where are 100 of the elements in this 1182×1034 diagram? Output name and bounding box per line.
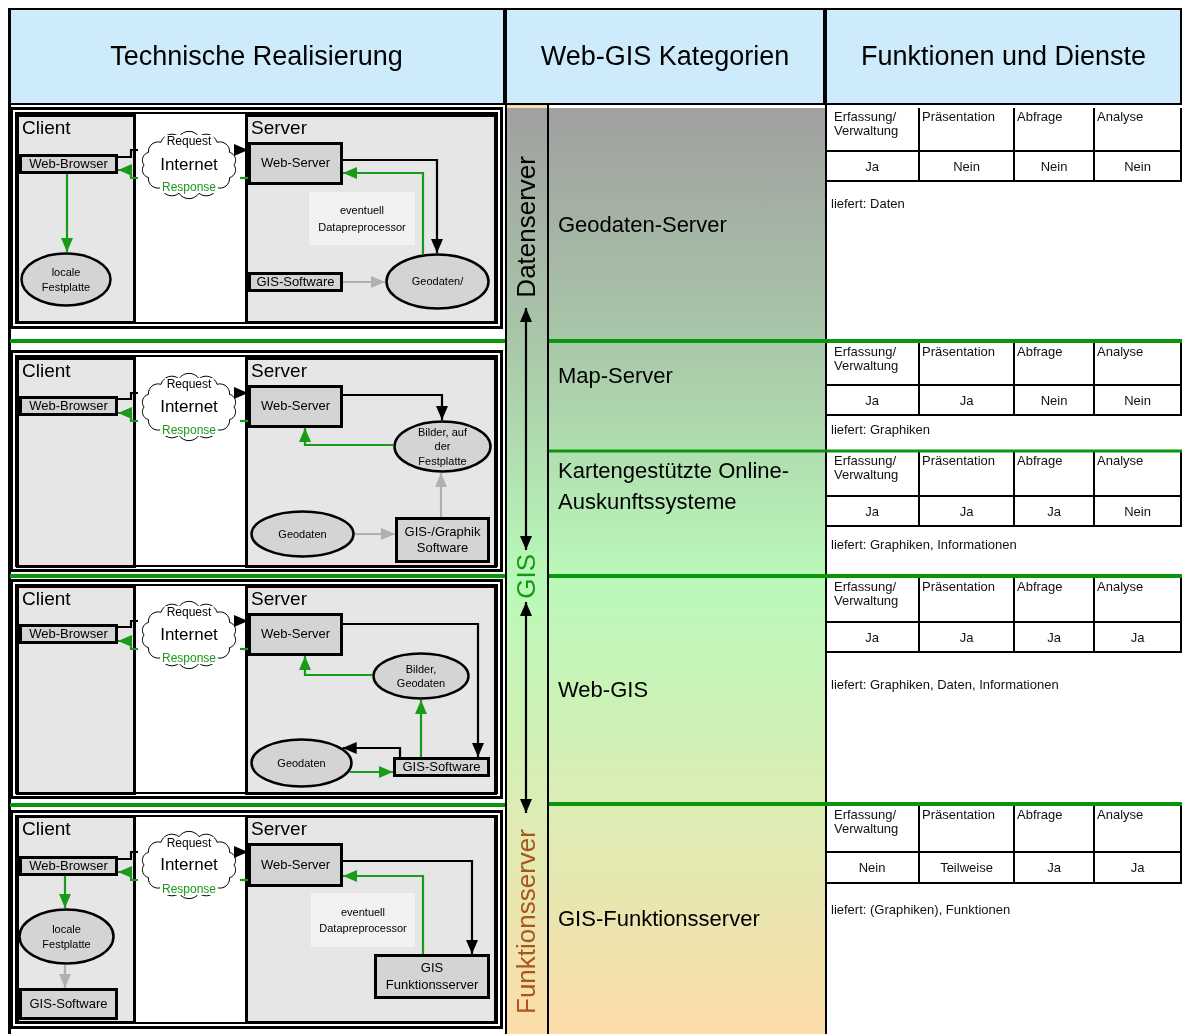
value-cell: Ja	[826, 386, 920, 416]
value-cell: Teilweise	[920, 853, 1015, 884]
ellipse-node: Geodaten	[250, 510, 355, 558]
category-band: Kartengestützte Online-Auskunftssysteme	[549, 450, 825, 575]
container-box	[16, 585, 136, 795]
column-header: Präsentation	[920, 343, 1015, 386]
value-cell: Nein	[1015, 152, 1095, 182]
panel-frame	[10, 579, 503, 799]
group-title: Server	[251, 361, 307, 382]
container-box	[245, 114, 497, 324]
value-cell: Ja	[1015, 497, 1095, 527]
panel-frame	[10, 350, 503, 572]
value-cell: Ja	[1015, 853, 1095, 884]
process-box: Web-Browser	[19, 154, 118, 174]
arrow	[234, 846, 248, 858]
container-box	[245, 815, 497, 1024]
category-band: Geodaten-Server	[549, 108, 825, 340]
description-cell-text: liefert: Graphiken	[830, 421, 931, 439]
column-header: Abfrage	[1015, 806, 1095, 853]
arrow	[299, 656, 373, 677]
ellipse-node: locale Festplatte	[18, 908, 115, 965]
edge-label: Request	[164, 378, 214, 390]
value-cell: Ja	[826, 152, 920, 182]
value-cell: Ja	[826, 497, 920, 527]
edge-label: Response	[160, 883, 218, 895]
container-box	[245, 585, 497, 795]
column-header: Präsentation	[920, 108, 1015, 152]
column-header: Analyse	[1095, 343, 1182, 386]
arrow	[343, 393, 448, 420]
description-cell-text: liefert: Graphiken, Informationen	[830, 536, 1018, 554]
process-box: GIS-Software	[19, 988, 118, 1020]
category-band: Web-GIS	[549, 575, 825, 803]
column-header: Web-GIS Kategorien	[505, 8, 825, 105]
group-title: Client	[22, 819, 71, 840]
value-cell: Ja	[1095, 623, 1182, 653]
ellipse-node: Bilder, Geodaten	[372, 652, 470, 700]
column-header: Abfrage	[1015, 578, 1095, 623]
vertical-label: GIS	[508, 550, 544, 602]
category-band: GIS-Funktionsserver	[549, 803, 825, 1034]
process-box: Web-Browser	[19, 396, 118, 416]
value-cell: Ja	[920, 623, 1015, 653]
panel-frame	[10, 810, 503, 1029]
arrow	[61, 174, 73, 252]
process-box: GIS Funktionsserver	[374, 954, 490, 999]
ellipse-node: Geodaten	[250, 738, 353, 788]
arrow	[415, 700, 427, 757]
edge-label: Request	[164, 837, 214, 849]
value-cell: Nein	[1015, 386, 1095, 416]
value-cell: Nein	[826, 853, 920, 884]
description-cell-text: liefert: Graphiken, Daten, Informationen	[830, 676, 1060, 694]
process-box: Web-Server	[248, 142, 343, 185]
description-cell-text: liefert: (Graphiken), Funktionen	[830, 901, 1012, 919]
edge-label: Response	[160, 652, 218, 664]
arrow	[343, 859, 478, 954]
column-header: Abfrage	[1015, 108, 1095, 152]
container-box	[245, 357, 497, 568]
group-title: Server	[251, 819, 307, 840]
value-cell: Ja	[1095, 853, 1182, 884]
value-cell: Ja	[920, 386, 1015, 416]
column-header: Erfassung/ Verwaltung	[826, 578, 920, 623]
arrow	[59, 876, 71, 908]
column-header: Erfassung/ Verwaltung	[826, 343, 920, 386]
column-header: Präsentation	[920, 452, 1015, 497]
container-box	[16, 815, 136, 1024]
column-header: Erfassung/ Verwaltung	[826, 806, 920, 853]
container-box	[16, 114, 136, 324]
panel-frame	[10, 107, 503, 329]
container-box	[16, 357, 136, 568]
arrow	[343, 167, 425, 255]
arrow	[520, 602, 532, 813]
value-cell: Nein	[920, 152, 1015, 182]
arrow	[118, 164, 138, 180]
column-header: Erfassung/ Verwaltung	[826, 108, 920, 152]
column-header: Analyse	[1095, 806, 1182, 853]
description-cell-text: liefert: Daten	[830, 195, 906, 213]
process-box: Web-Browser	[19, 624, 118, 644]
vertical-label: Funktionsserver	[508, 813, 544, 1030]
column-header: Erfassung/ Verwaltung	[826, 452, 920, 497]
group-title: Server	[251, 118, 307, 139]
arrow	[343, 158, 443, 253]
value-cell: Nein	[1095, 497, 1182, 527]
edge-label: Response	[160, 181, 218, 193]
value-cell: Nein	[1095, 386, 1182, 416]
process-box: GIS-Software	[248, 272, 343, 292]
group-title: Server	[251, 589, 307, 610]
note-box: eventuell Datapreprocessor	[311, 893, 415, 947]
group-title: Client	[22, 589, 71, 610]
value-cell: Ja	[920, 497, 1015, 527]
arrow	[435, 473, 447, 517]
arrow	[355, 528, 395, 540]
value-cell: Ja	[826, 623, 920, 653]
arrow	[299, 428, 394, 447]
arrow	[343, 622, 484, 757]
arrow	[118, 407, 138, 423]
category-band: Map-Server	[549, 340, 825, 450]
ellipse-node: Bilder, auf der Festplatte	[393, 420, 492, 473]
process-box: GIS-Software	[393, 757, 490, 777]
arrow	[520, 308, 532, 550]
arrow	[59, 965, 71, 988]
column-header: Analyse	[1095, 452, 1182, 497]
